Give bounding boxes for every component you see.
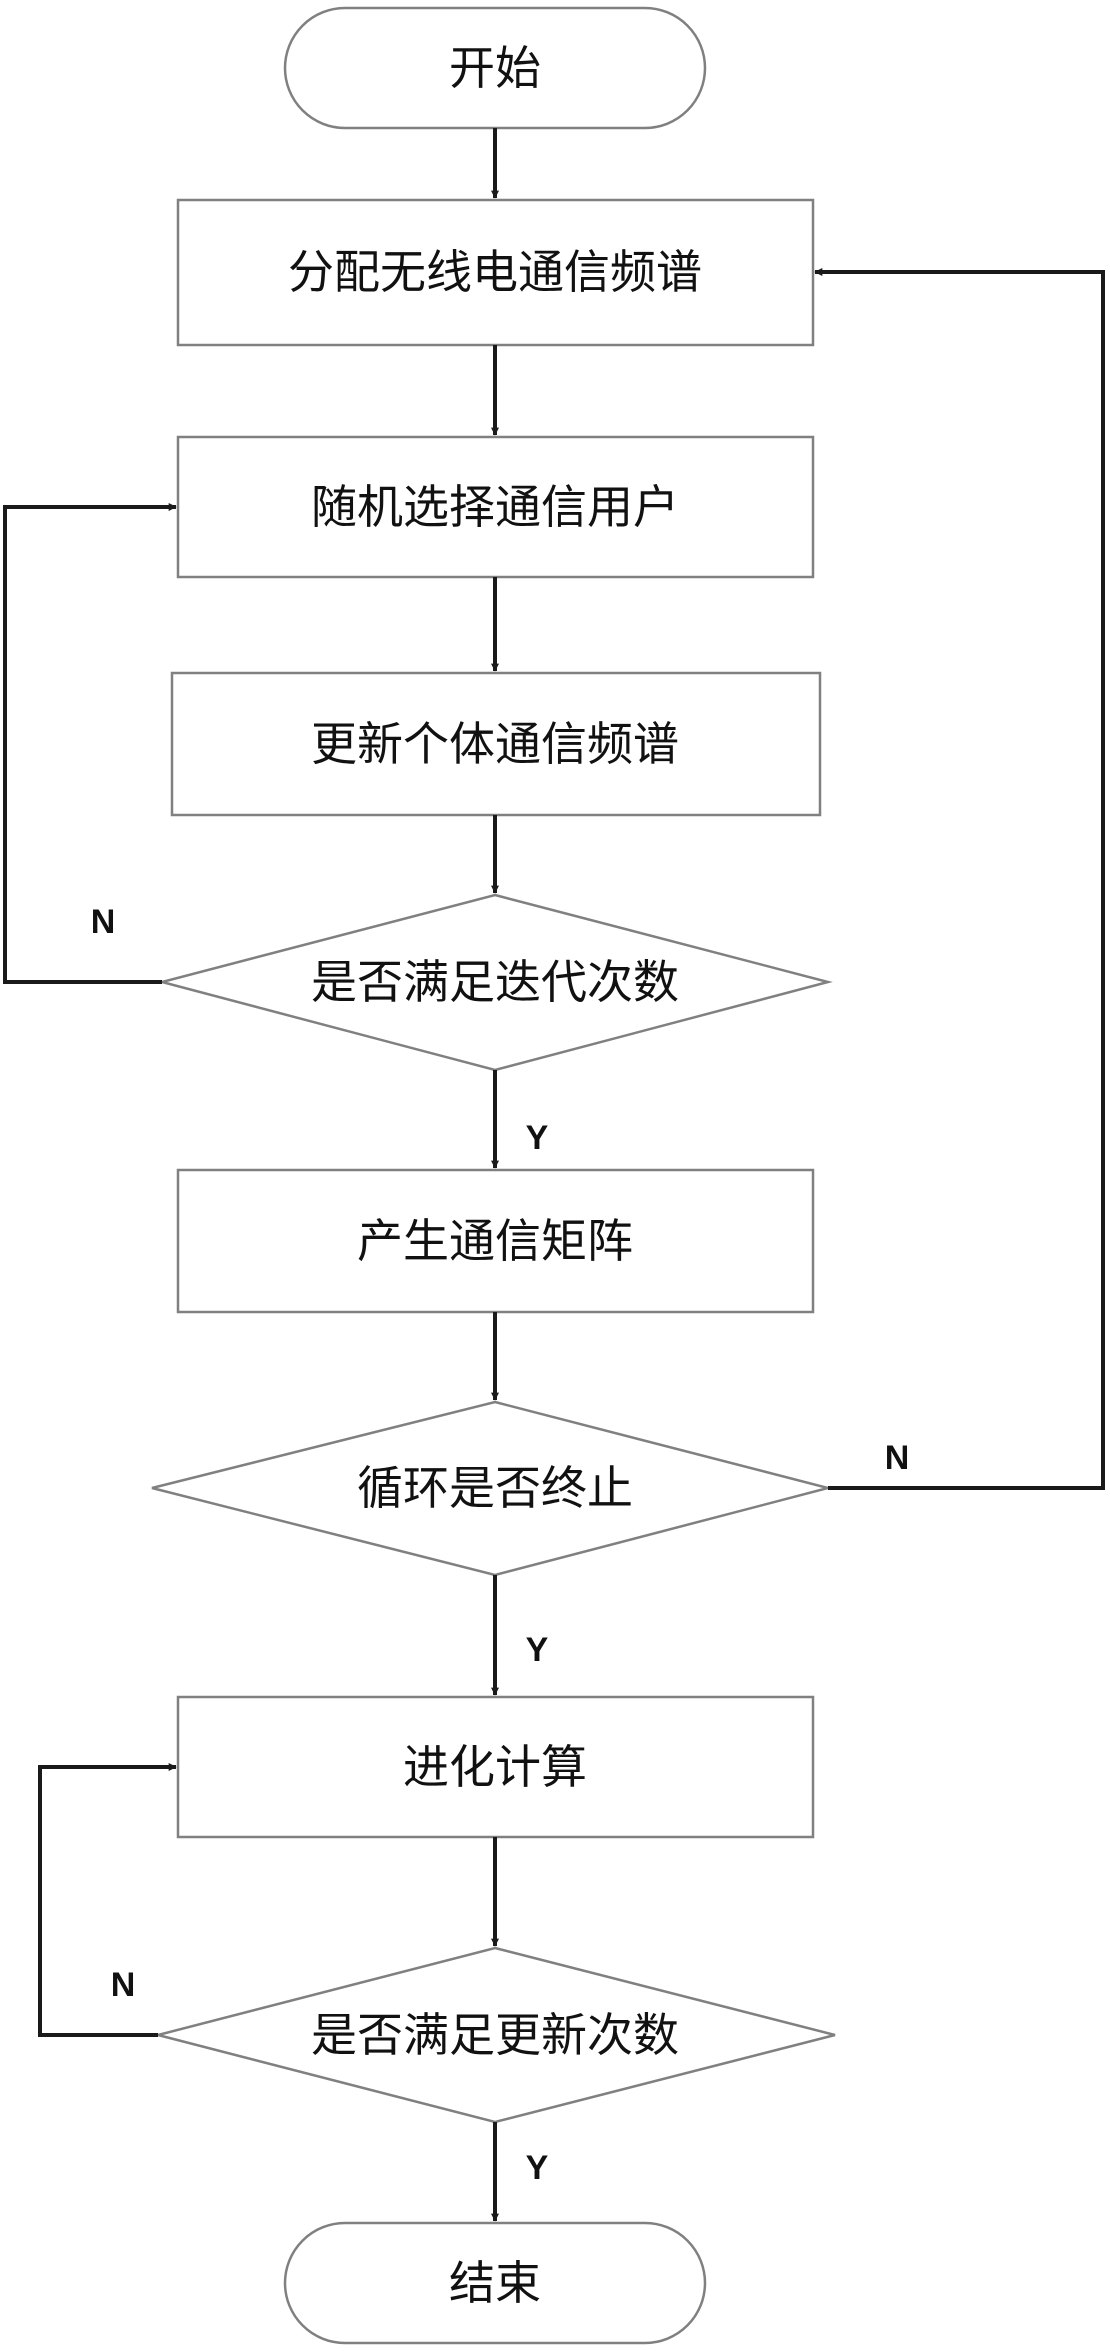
select-user-label: 随机选择通信用户: [311, 480, 679, 534]
loop-update-count-no: [38, 1763, 177, 2037]
iteration-decision: 是否满足迭代次数: [157, 893, 833, 1072]
allocate-spectrum-label: 分配无线电通信频谱: [288, 245, 702, 299]
select-user-box: 随机选择通信用户: [176, 435, 815, 579]
update-spectrum-label: 更新个体通信频谱: [311, 717, 679, 771]
evolution-box: 进化计算: [176, 1695, 815, 1839]
start-node: 开始: [283, 6, 707, 130]
end-node: 结束: [283, 2221, 707, 2345]
start-label: 开始: [449, 41, 541, 95]
loop-iteration-no: [3, 503, 177, 984]
generate-matrix-box: 产生通信矩阵: [176, 1168, 815, 1314]
iteration-no-label: N: [91, 903, 116, 941]
update-count-yes-label: Y: [526, 2149, 549, 2187]
update-spectrum-box: 更新个体通信频谱: [170, 671, 822, 817]
generate-matrix-label: 产生通信矩阵: [357, 1214, 633, 1268]
loop-decision: 循环是否终止: [151, 1400, 833, 1577]
loop-decision-label: 循环是否终止: [357, 1461, 633, 1515]
allocate-spectrum-box: 分配无线电通信频谱: [176, 198, 815, 347]
loop-yes-label: Y: [526, 1631, 549, 1669]
update-count-decision-label: 是否满足更新次数: [311, 2008, 679, 2062]
update-count-no-label: N: [111, 1966, 136, 2004]
iteration-yes-label: Y: [526, 1119, 549, 1157]
update-count-decision: 是否满足更新次数: [157, 1946, 836, 2124]
loop-terminate-no: [814, 268, 1105, 1490]
evolution-label: 进化计算: [403, 1740, 587, 1794]
end-label: 结束: [449, 2256, 541, 2310]
iteration-decision-label: 是否满足迭代次数: [311, 955, 679, 1009]
loop-no-label: N: [885, 1439, 910, 1477]
